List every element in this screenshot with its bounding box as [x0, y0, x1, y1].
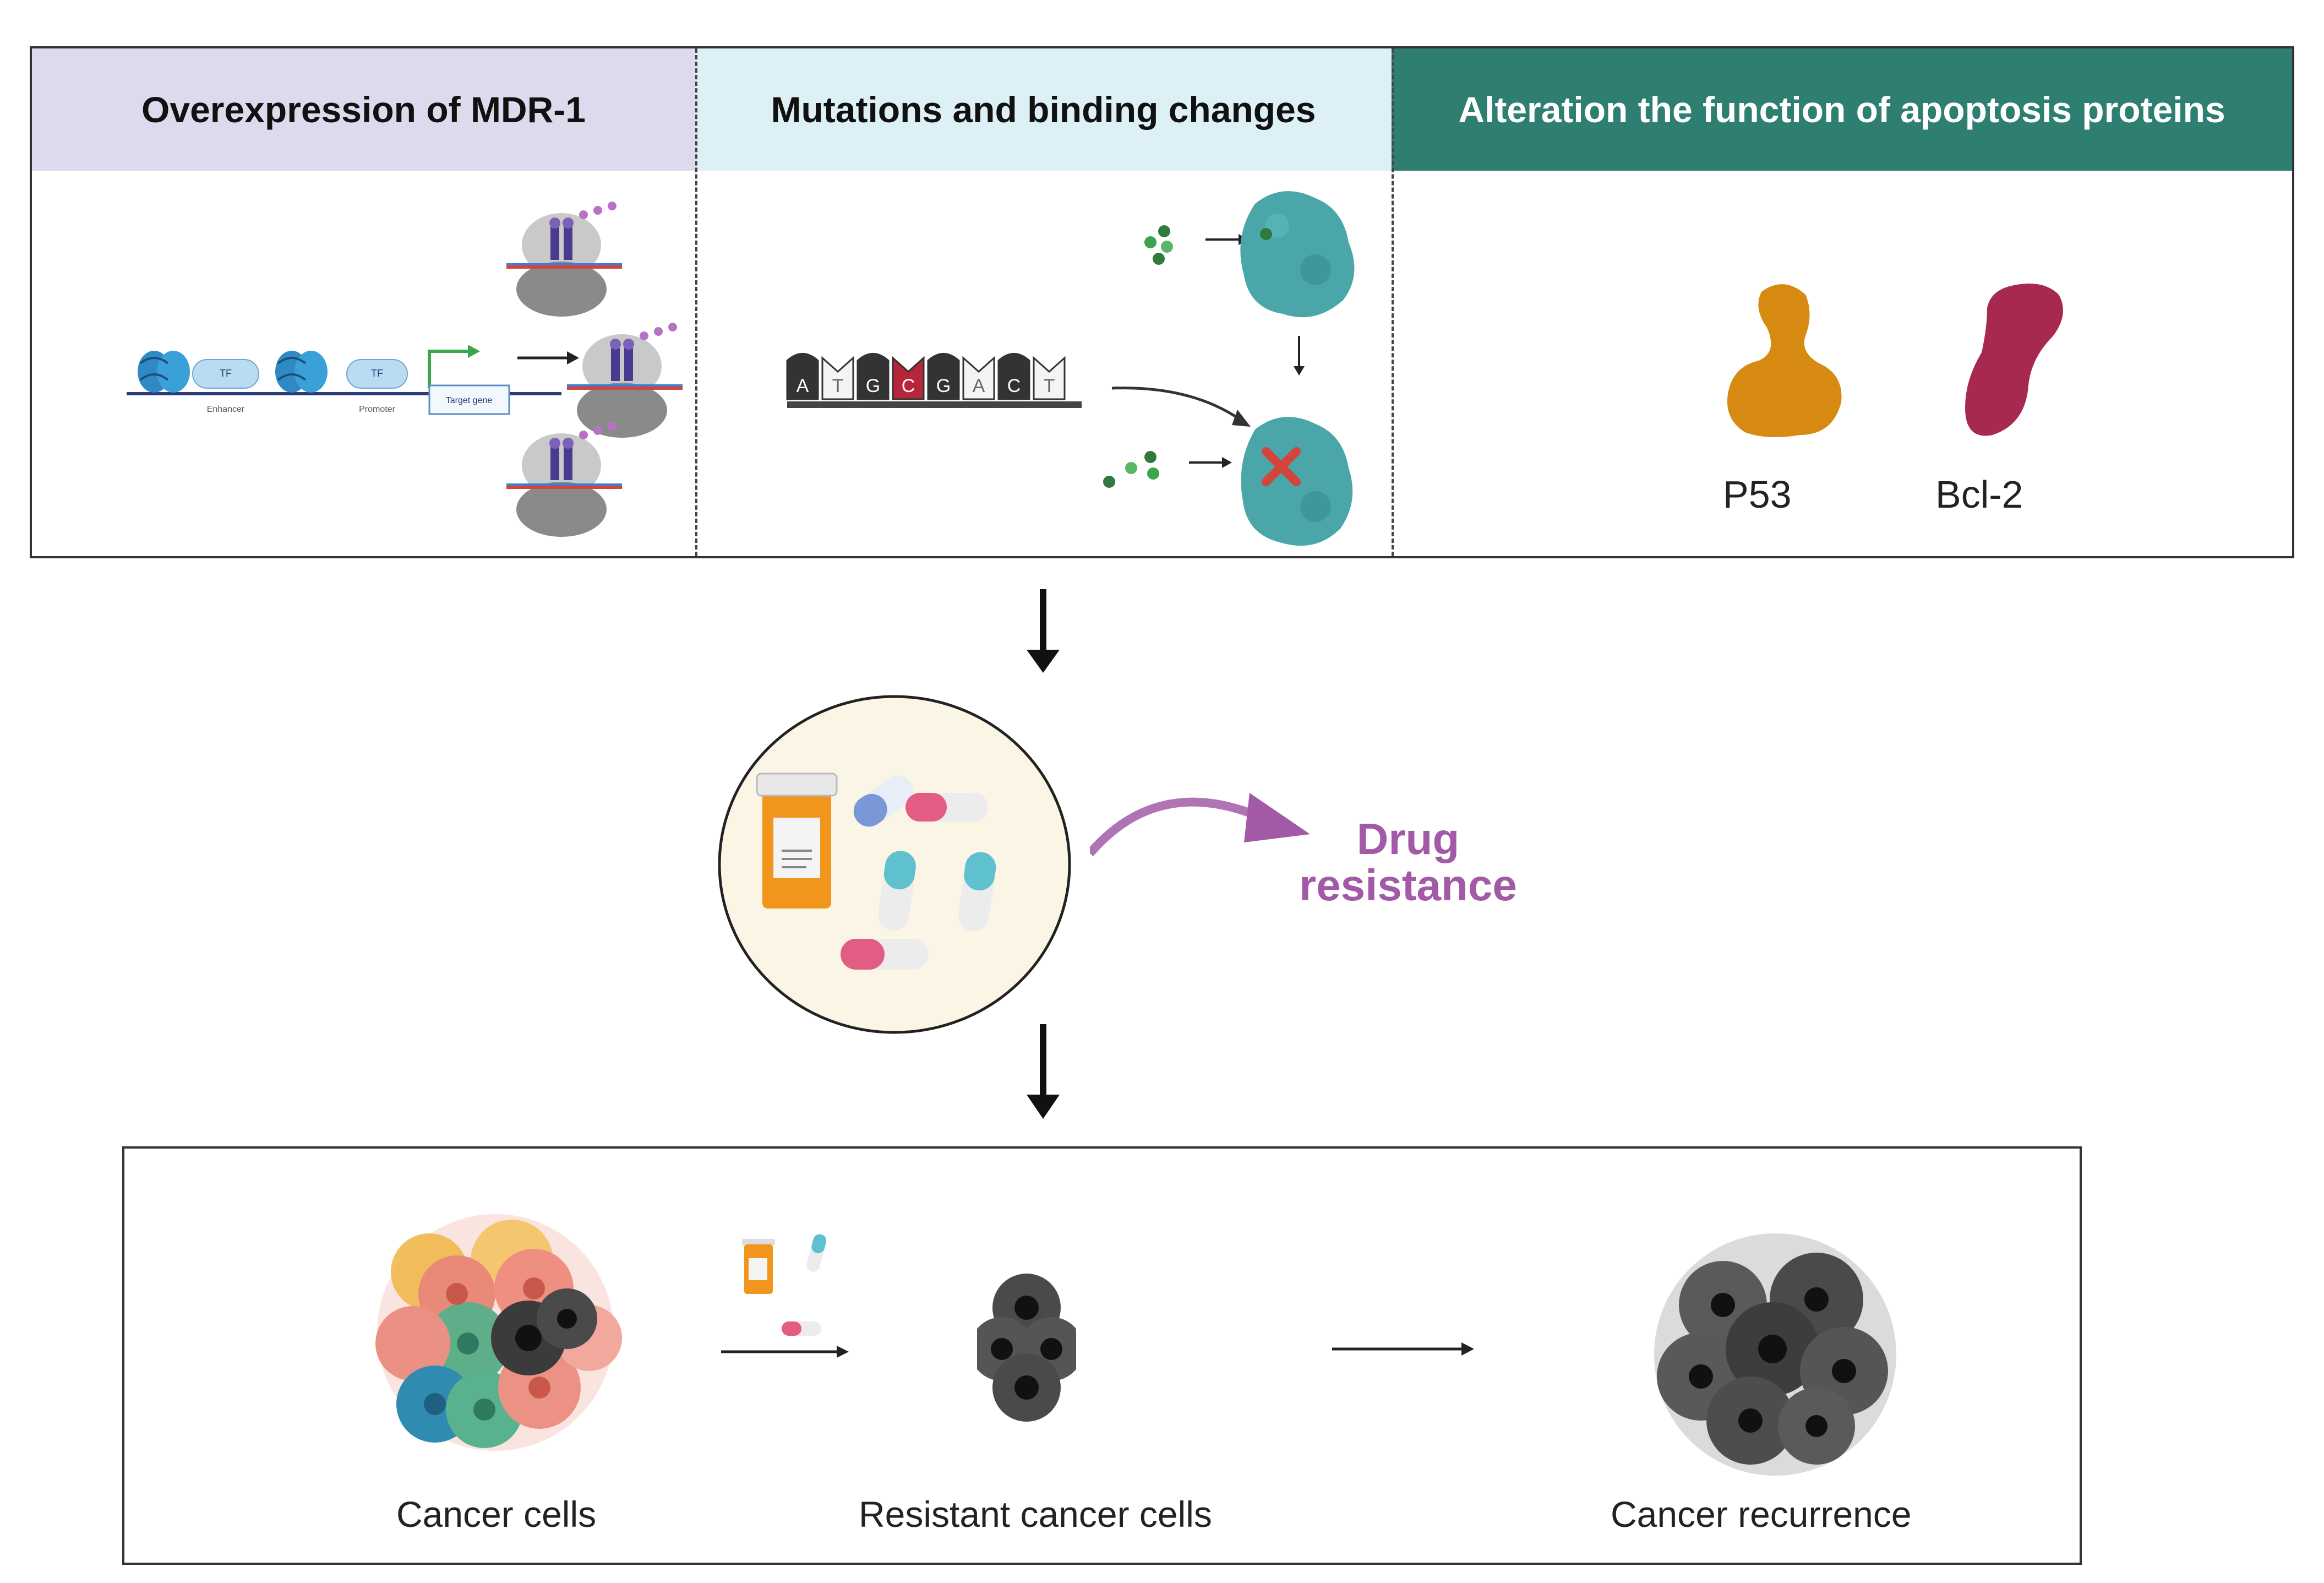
- panel-header-mdr1: Overexpression of MDR-1: [32, 48, 695, 171]
- capsule-icon: [841, 939, 929, 970]
- drug-resistance-label: Drug resistance: [1299, 814, 1517, 910]
- capsule-icon: [905, 793, 988, 822]
- tf-label-1: TF: [220, 368, 232, 379]
- down-arrow-icon: [1027, 589, 1060, 673]
- capsule-icon: [853, 775, 914, 827]
- dna-base: C: [997, 353, 1030, 400]
- ribosome-icon: [506, 202, 622, 317]
- panel-divider-1: [695, 48, 697, 556]
- promoter-label: Promoter: [359, 405, 395, 414]
- capsule-icon: [958, 852, 996, 932]
- dna-base: T: [821, 356, 854, 400]
- ribosome-icon: [567, 323, 683, 438]
- target-gene-label: Target gene: [446, 396, 493, 405]
- dna-base: A: [786, 353, 819, 400]
- drug-treatment-icon: [721, 1234, 849, 1358]
- dna-base: C: [892, 356, 925, 400]
- tf-label-2: TF: [371, 368, 383, 379]
- dna-base-letter: G: [936, 376, 951, 396]
- panel-header-apoptosis: Alteration the function of apoptosis pro…: [1392, 48, 2292, 171]
- capsule-icon: [878, 851, 916, 931]
- ribosome-group: [506, 202, 683, 537]
- panel-divider-2: [1392, 48, 1394, 556]
- arrow-icon: [1332, 1342, 1474, 1356]
- cancer-recurrence-icon: [1654, 1233, 1896, 1476]
- dna-base-letter: C: [902, 376, 915, 396]
- cancer-cells-label: Cancer cells: [396, 1494, 597, 1535]
- blocked-x-icon: [1262, 447, 1301, 486]
- resistant-cells-label: Resistant cancer cells: [859, 1494, 1212, 1535]
- dna-base: G: [857, 353, 890, 400]
- drug-circle: [718, 695, 1071, 1034]
- transcription-start-arrow: [428, 350, 468, 388]
- resistant-cells-icon: [977, 1274, 1076, 1422]
- mdr1-illustration: TF Enhancer TF Promoter Target gene: [127, 345, 579, 415]
- apoptosis-proteins: [1727, 284, 2063, 437]
- nucleosome-icon: [275, 351, 328, 393]
- down-arrow-icon: [1027, 1024, 1060, 1119]
- ribosome-icon: [506, 422, 622, 537]
- dna-base-letter: C: [1007, 376, 1021, 396]
- nucleosome-icon: [138, 351, 190, 393]
- tf-promoter: TF: [346, 359, 408, 389]
- dna-base: T: [1033, 356, 1066, 400]
- ligand-icon: [1103, 451, 1159, 488]
- curved-arrow-icon: [1111, 387, 1240, 420]
- bcl2-protein-icon: [1965, 284, 2063, 436]
- dna-base: A: [962, 356, 995, 400]
- p53-label: P53: [1723, 473, 1792, 516]
- cancer-recurrence-label: Cancer recurrence: [1611, 1494, 1912, 1535]
- enhancer-label: Enhancer: [207, 405, 245, 414]
- mechanisms-panel: Overexpression of MDR-1 Mutations and bi…: [30, 46, 2294, 558]
- cancer-cells-icon: [375, 1214, 622, 1451]
- pill-bottle-icon: [756, 773, 838, 909]
- dna-base-letter: T: [1044, 376, 1055, 396]
- target-gene-box: [428, 384, 510, 415]
- target-protein-icon: [1240, 191, 1355, 318]
- bcl2-label: Bcl-2: [1935, 473, 2023, 516]
- tf-enhancer: TF: [192, 359, 259, 389]
- dna-base-letter: A: [973, 376, 985, 396]
- resistance-arrow-icon: [1090, 793, 1310, 857]
- dna-base-letter: T: [832, 376, 844, 396]
- dna-base: G: [927, 353, 960, 400]
- ligand-icon: [1144, 225, 1173, 265]
- dna-base-letter: G: [866, 376, 880, 396]
- p53-protein-icon: [1727, 284, 1842, 437]
- panel-header-mutations: Mutations and binding changes: [695, 48, 1392, 171]
- dna-base-letter: A: [797, 376, 809, 396]
